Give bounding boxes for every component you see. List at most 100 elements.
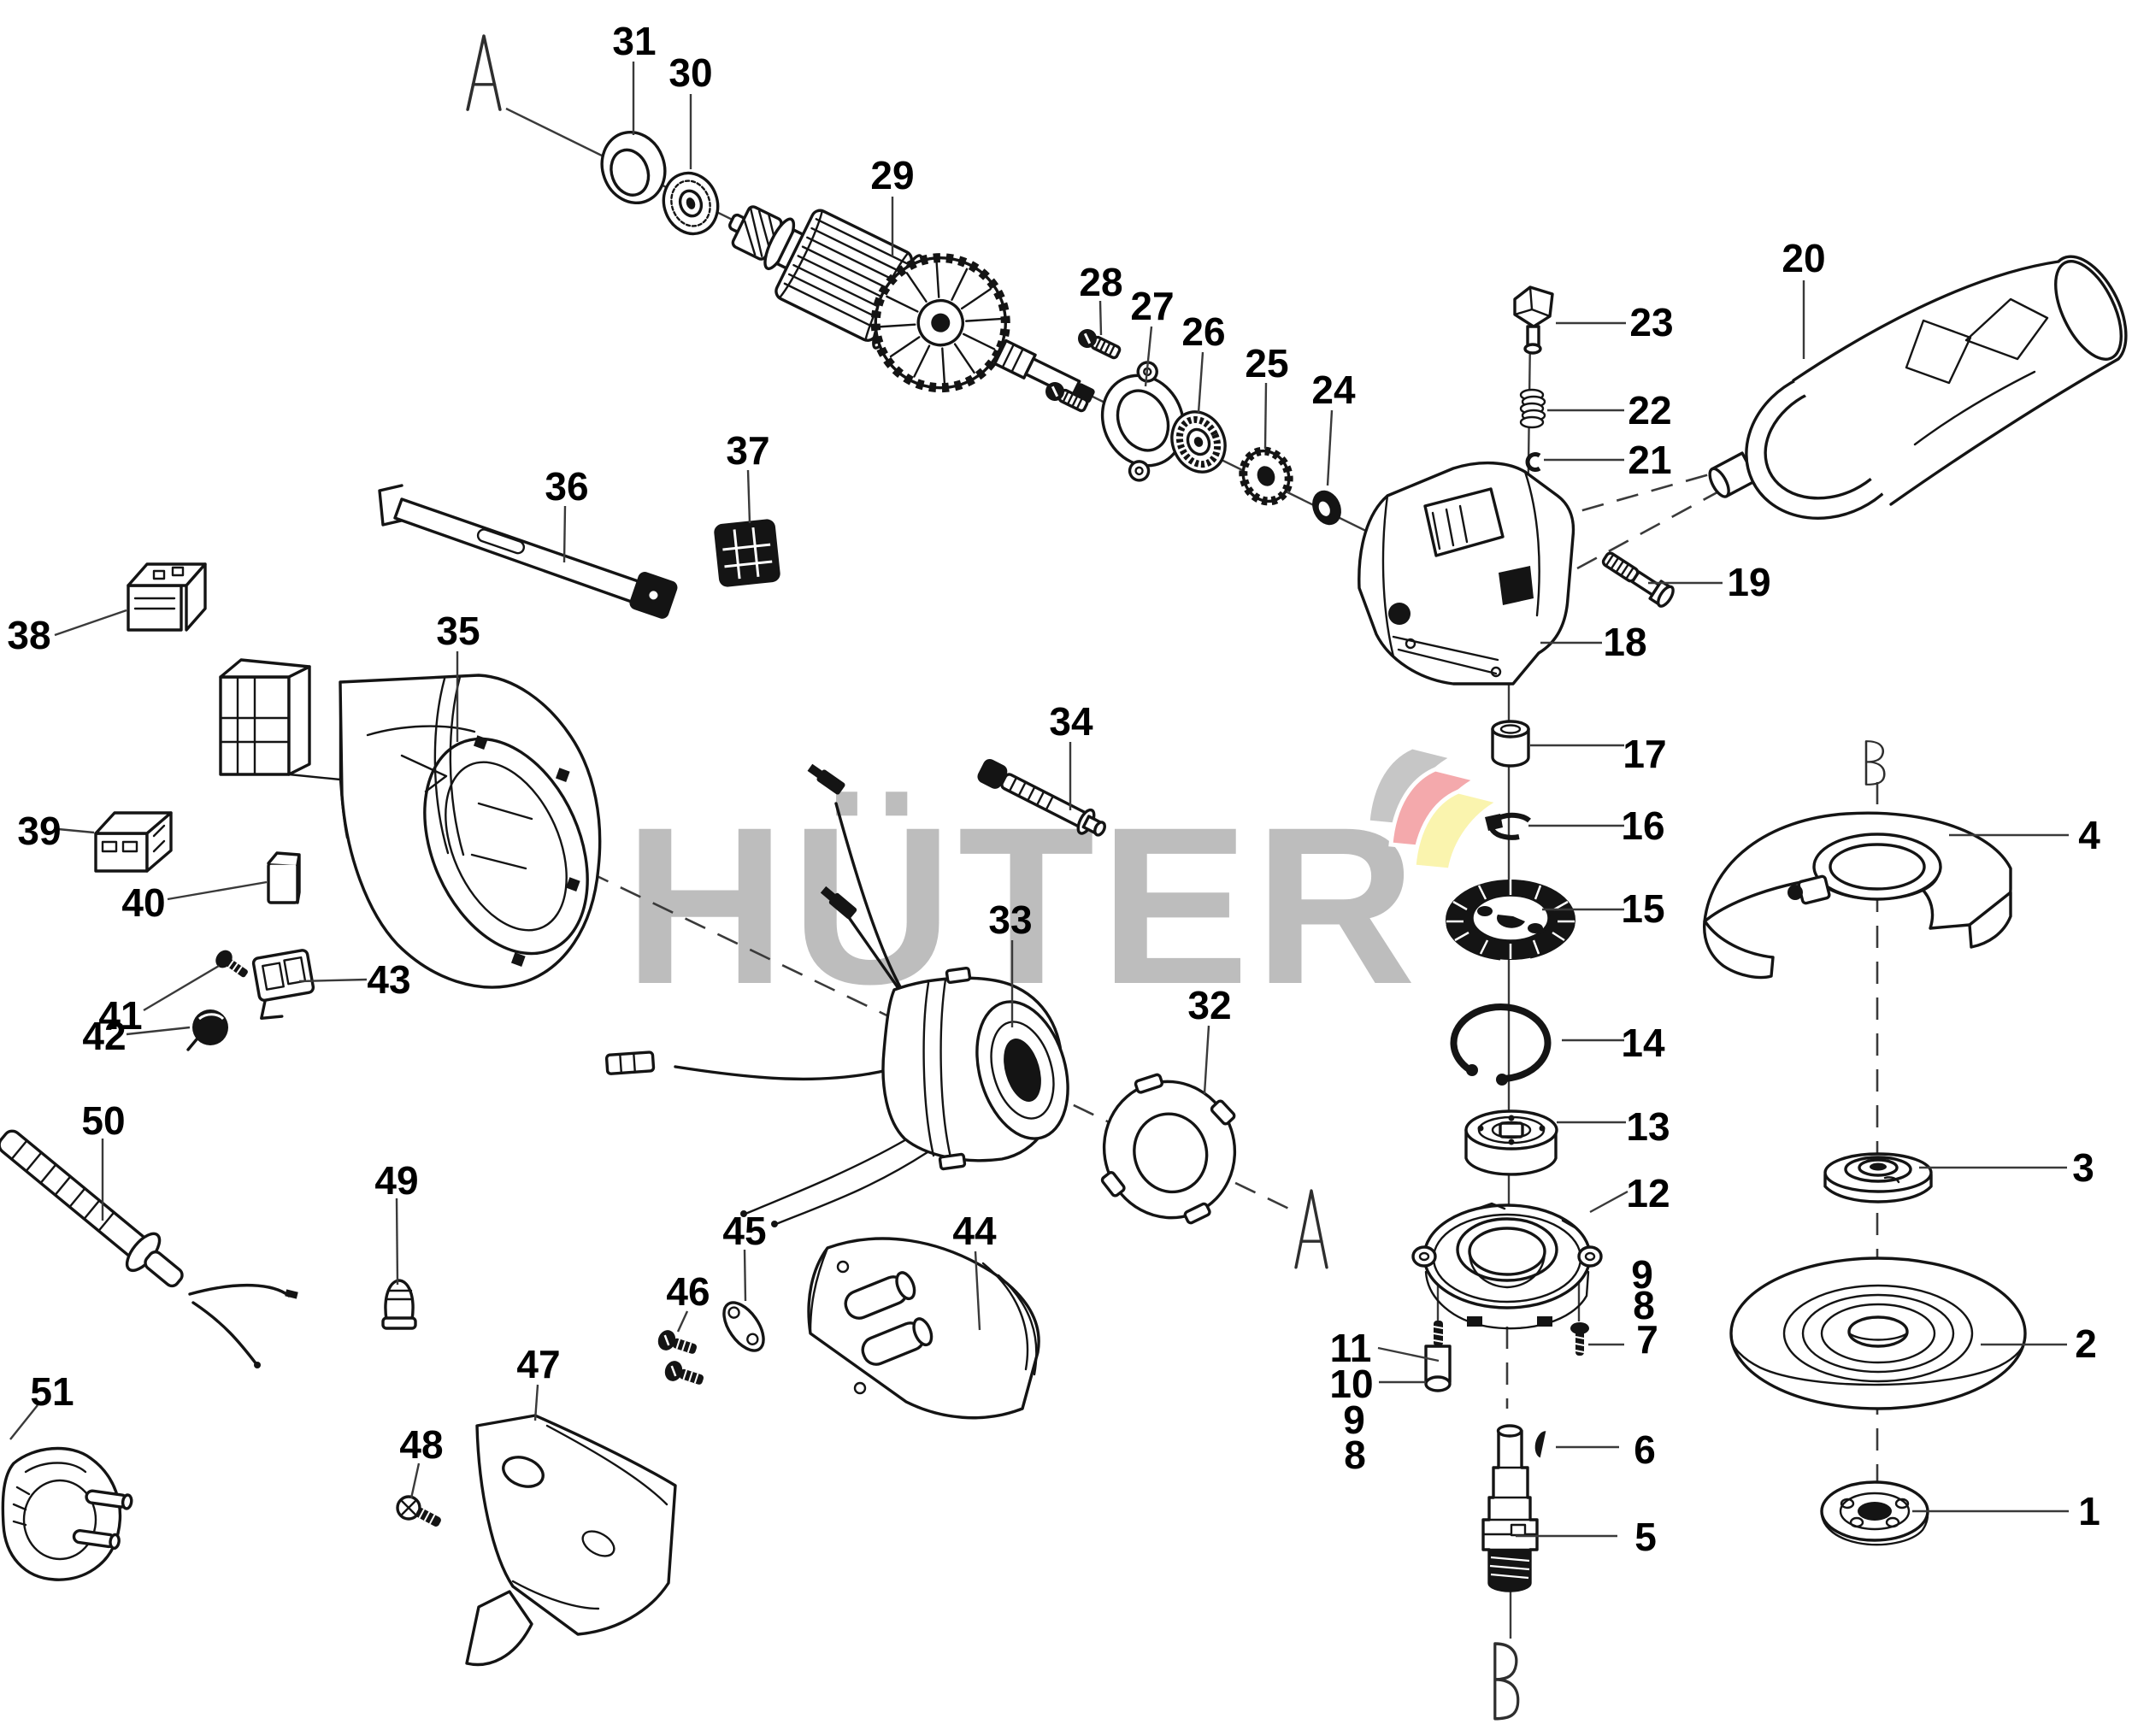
part-35-motor-housing <box>219 658 602 989</box>
part-label-2: 2 <box>2075 1321 2097 1366</box>
part-label-9: 9 <box>1631 1252 1653 1297</box>
part-15-bevel-gear <box>1446 880 1575 961</box>
leader-47 <box>533 1384 539 1421</box>
leader-46 <box>676 1310 689 1333</box>
part-label-51: 51 <box>30 1369 74 1414</box>
part-label-9: 9 <box>1343 1398 1365 1442</box>
part-46-screws <box>657 1330 704 1385</box>
part-label-43: 43 <box>367 957 410 1002</box>
leader-24 <box>1326 409 1334 486</box>
part-label-4: 4 <box>2078 813 2100 857</box>
watermark-flag-icon <box>1365 744 1505 873</box>
leader-32 <box>1203 1025 1210 1095</box>
watermark: HÜTER <box>624 744 1505 1031</box>
part-1-clamp-nut <box>1820 1480 1929 1546</box>
part-label-11: 11 <box>1330 1326 1372 1370</box>
part-label-25: 25 <box>1245 341 1288 385</box>
part-13-bearing <box>1464 1109 1558 1176</box>
part-label-30: 30 <box>668 50 712 95</box>
leader-49 <box>395 1198 399 1286</box>
part-40-carbon-brush <box>267 851 301 904</box>
part-10-11-standoff <box>1424 1321 1452 1392</box>
part-label-47: 47 <box>516 1342 560 1386</box>
part-label-26: 26 <box>1181 309 1225 354</box>
leader-36 <box>562 505 567 563</box>
part-42-brush-cap <box>186 1009 228 1051</box>
leader-41 <box>143 964 220 1012</box>
part-label-6: 6 <box>1634 1427 1656 1472</box>
part-label-22: 22 <box>1628 388 1671 433</box>
part-label-13: 13 <box>1626 1104 1670 1149</box>
part-39-switch <box>94 811 173 873</box>
part-label-28: 28 <box>1079 260 1122 304</box>
leader-12 <box>1589 1190 1628 1214</box>
axis-letter-A <box>1294 1189 1328 1269</box>
part-label-20: 20 <box>1782 236 1825 280</box>
part-5-spindle <box>1481 1424 1539 1592</box>
part-7-screw <box>1570 1322 1589 1356</box>
part-label-16: 16 <box>1621 803 1664 848</box>
part-label-31: 31 <box>612 19 656 63</box>
part-label-5: 5 <box>1634 1515 1657 1559</box>
part-6-key <box>1534 1431 1548 1458</box>
part-label-46: 46 <box>666 1269 710 1314</box>
part-label-38: 38 <box>7 613 50 657</box>
leader-28 <box>1098 300 1103 336</box>
part-label-34: 34 <box>1049 699 1093 744</box>
leader-43 <box>298 978 368 983</box>
leader-42 <box>126 1026 191 1036</box>
part-label-44: 44 <box>952 1209 997 1253</box>
part-18-gear-housing <box>1358 461 1575 686</box>
part-37-switch-block <box>714 519 780 587</box>
part-21-clip <box>1525 452 1541 472</box>
part-30-bearing <box>662 171 720 236</box>
part-31-spacer-ring <box>600 130 667 205</box>
part-label-21: 21 <box>1628 438 1671 482</box>
part-36-bracket <box>378 484 678 619</box>
part-label-32: 32 <box>1187 983 1231 1027</box>
part-27-bearing-retainer <box>1100 361 1186 482</box>
leader-11 <box>1377 1346 1440 1362</box>
leader-40 <box>167 880 268 901</box>
part-44-bearing-cover <box>807 1237 1040 1420</box>
part-label-37: 37 <box>726 428 769 473</box>
part-47-switch-cover <box>465 1414 677 1667</box>
part-label-27: 27 <box>1130 284 1174 328</box>
leader-26 <box>1197 351 1204 414</box>
part-label-23: 23 <box>1629 300 1673 344</box>
part-label-15: 15 <box>1621 886 1664 931</box>
leader-51 <box>9 1404 38 1440</box>
part-23-spindle-lock-button <box>1513 285 1554 355</box>
part-12-bearing-flange <box>1411 1202 1603 1330</box>
part-label-39: 39 <box>17 809 61 853</box>
axis-letter-B <box>1493 1642 1520 1721</box>
leader-39 <box>57 827 95 834</box>
part-43-brush-holder <box>251 949 315 1020</box>
part-label-50: 50 <box>81 1098 125 1143</box>
part-17-spacer-sleeve <box>1491 720 1530 768</box>
part-label-3: 3 <box>2072 1145 2094 1190</box>
part-label-36: 36 <box>545 464 588 509</box>
part-25-pinion-gear <box>1239 446 1293 506</box>
part-50-cord-guard <box>0 1129 298 1368</box>
part-label-40: 40 <box>121 880 165 925</box>
part-14-snap-ring <box>1450 1003 1552 1086</box>
part-label-24: 24 <box>1311 368 1356 412</box>
part-label-19: 19 <box>1727 560 1770 604</box>
part-16-retaining-clip <box>1485 812 1531 840</box>
part-48-screw <box>396 1495 441 1527</box>
part-29-armature <box>728 205 1095 403</box>
part-label-49: 49 <box>374 1158 418 1203</box>
part-28-screws <box>1045 329 1122 413</box>
leader-27 <box>1144 326 1153 387</box>
part-label-8: 8 <box>1633 1283 1655 1327</box>
part-32-baffle-disc <box>1100 1073 1237 1225</box>
part-34-bolt <box>977 759 1106 837</box>
part-24-sleeve <box>1312 490 1341 526</box>
axis-letter-A <box>466 34 502 111</box>
part-label-14: 14 <box>1621 1021 1665 1065</box>
part-51-power-plug <box>1 1446 133 1581</box>
leader-38 <box>54 609 127 637</box>
leader-25 <box>1263 382 1268 450</box>
part-3-inner-flange <box>1823 1152 1933 1203</box>
